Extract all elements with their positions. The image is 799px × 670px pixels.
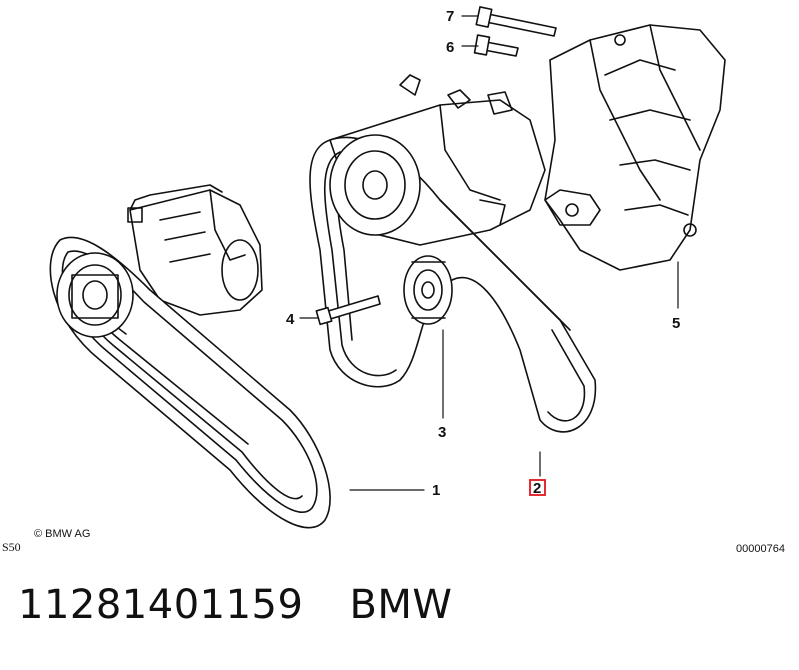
- callout-3[interactable]: 3: [438, 424, 446, 441]
- diagram-number: 00000764: [736, 543, 785, 555]
- copyright-text: © BMW AG: [34, 528, 90, 540]
- callout-2[interactable]: 2: [533, 480, 541, 497]
- mounting-bracket: [544, 24, 726, 271]
- brand-name: BMW: [349, 582, 453, 628]
- callout-7[interactable]: 7: [446, 8, 454, 25]
- bolt-4: [315, 295, 381, 326]
- part-number: 11281401159: [18, 582, 304, 628]
- callout-4[interactable]: 4: [286, 311, 295, 328]
- belt-drive-diagram: 7 6 4 5 3 1 2 © BMW AG S50 00000764: [2, 6, 785, 555]
- model-code: S50: [2, 540, 21, 554]
- part-caption: 11281401159 BMW: [18, 582, 452, 628]
- compressor-pulley: [329, 134, 421, 236]
- leader-lines: [299, 15, 679, 491]
- alternator-pulley: [56, 252, 134, 338]
- callout-5[interactable]: 5: [672, 315, 680, 332]
- bolt-7: [475, 6, 557, 37]
- callout-6[interactable]: 6: [446, 39, 454, 56]
- callout-1[interactable]: 1: [432, 482, 440, 499]
- callout-2-highlight-box: [529, 479, 546, 496]
- alternator: [127, 184, 263, 316]
- bolt-6: [473, 34, 519, 57]
- idler-pulley: [403, 255, 453, 325]
